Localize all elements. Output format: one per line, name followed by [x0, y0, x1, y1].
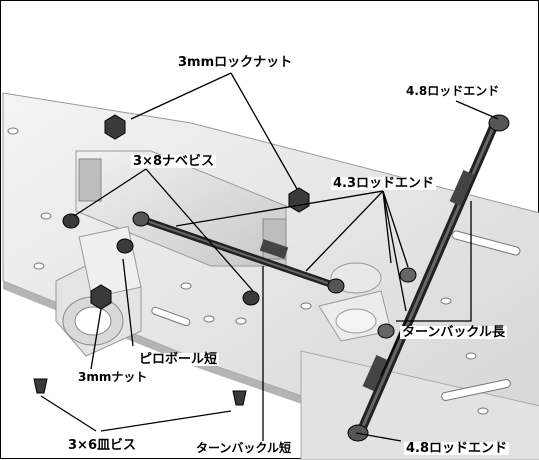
leader-lines [40, 72, 499, 442]
label-nut-3mm: 3mmナット [76, 370, 150, 384]
label-rod-end-48-top: 4.8ロッドエンド [404, 84, 502, 98]
label-rod-end-43: 4.3ロッドエンド [331, 176, 437, 191]
label-screw-3x8-pan: 3×8ナベビス [131, 154, 216, 169]
label-turnbuckle-long: ターンバックル長 [400, 325, 507, 340]
label-lock-nut-3mm: 3mmロックナット [176, 55, 295, 70]
label-screw-3x6-flat: 3×6皿ビス [66, 438, 138, 453]
label-pillow-ball-short: ピロボール短 [137, 352, 220, 367]
hardware-parts [33, 114, 310, 406]
turnbuckle-short-rod [132, 211, 345, 294]
turnbuckle-long-rod [347, 114, 510, 442]
label-turnbuckle-short: ターンバックル短 [194, 441, 294, 455]
label-rod-end-48-bottom: 4.8ロッドエンド [404, 441, 510, 456]
